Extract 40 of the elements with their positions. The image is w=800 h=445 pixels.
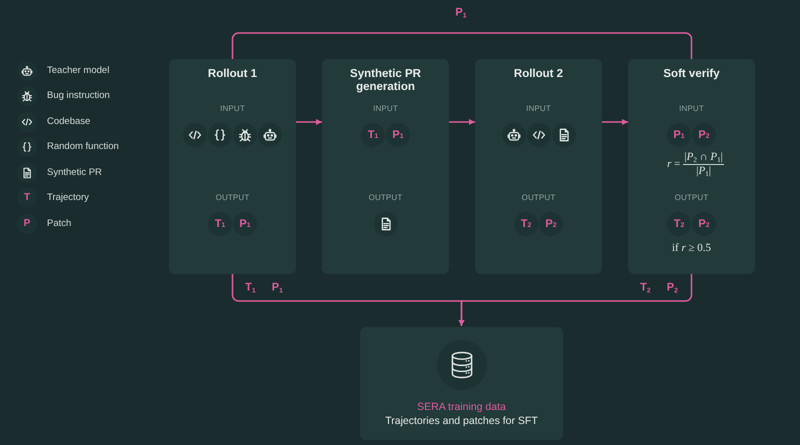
legend-label: Synthetic PR xyxy=(47,166,102,179)
connector-line xyxy=(232,32,692,59)
formula-text: |P$_{2}$ ∩ P$_{1}$| xyxy=(683,151,724,165)
stage-card xyxy=(628,59,755,274)
connector-arrow xyxy=(296,119,322,125)
legend-label: Codebase xyxy=(47,116,90,128)
stage-title: Synthetic PR generation xyxy=(349,68,422,94)
letter-symbol: T xyxy=(17,188,37,208)
connector-arrow xyxy=(602,119,628,125)
section-label: OUTPUT xyxy=(368,192,402,204)
stage-card xyxy=(169,59,296,274)
stage-title: Rollout 1 xyxy=(208,68,258,81)
section-label: INPUT xyxy=(679,103,704,115)
stage-card xyxy=(322,59,449,274)
section-label: INPUT xyxy=(373,103,398,115)
legend-label: Teacher model xyxy=(47,64,110,77)
output-description: Trajectories and patches for SFT xyxy=(385,415,538,428)
legend-label: Trajectory xyxy=(47,192,89,204)
output-card xyxy=(360,327,563,440)
section-label: OUTPUT xyxy=(216,192,250,204)
legend-label: Bug instruction xyxy=(47,90,110,102)
letter-symbol: P xyxy=(17,214,37,234)
stage-title: Soft verify xyxy=(663,68,720,81)
condition-text: if r ≥ 0.5 xyxy=(672,242,712,255)
output-title: SERA training data xyxy=(417,401,506,414)
connector-arrow xyxy=(458,274,692,326)
section-label: OUTPUT xyxy=(674,192,708,204)
edge-label: P$_{1}$ xyxy=(455,6,467,20)
legend-label: Random function xyxy=(47,141,119,154)
edge-label: T$_{1}$ P$_{1}$ xyxy=(245,282,283,294)
legend-label: Patch xyxy=(47,218,72,230)
connector-arrow xyxy=(449,119,475,125)
section-label: INPUT xyxy=(220,103,245,115)
edge-label: T$_{2}$ P$_{2}$ xyxy=(640,282,678,294)
stage-card xyxy=(475,59,602,274)
section-label: OUTPUT xyxy=(522,192,556,204)
stage-title: Rollout 2 xyxy=(514,68,564,81)
section-label: INPUT xyxy=(526,103,551,115)
formula-text: r = xyxy=(667,158,680,171)
formula-text: |P$_{1}$| xyxy=(696,165,711,178)
